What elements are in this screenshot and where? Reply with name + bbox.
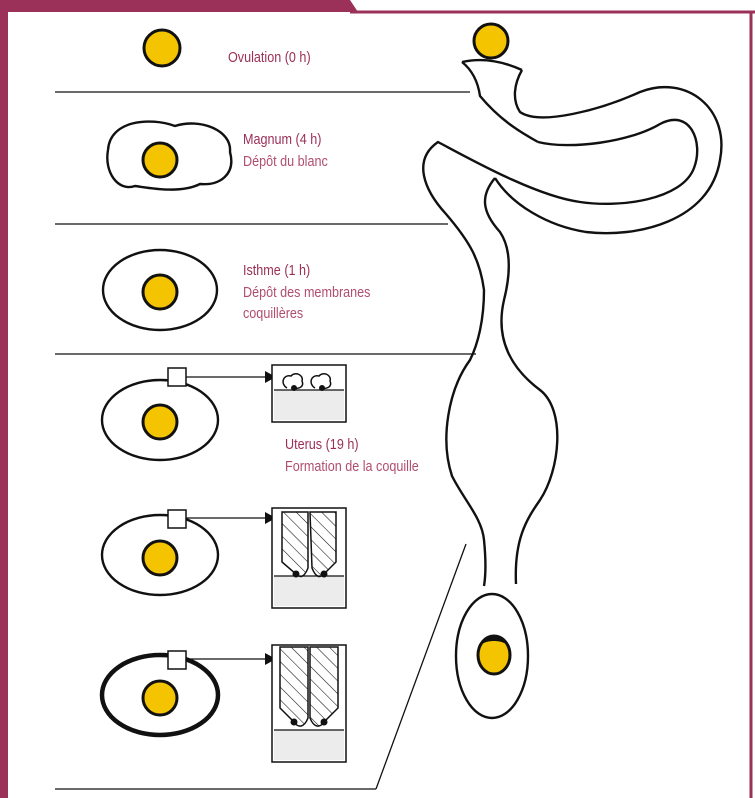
isthme-title: Isthme (1 h) bbox=[243, 262, 311, 279]
shell-detail-1-icon bbox=[271, 364, 347, 423]
uterus-subtitle: Formation de la coquille bbox=[285, 458, 419, 475]
uterus-egg-2-icon bbox=[100, 509, 276, 597]
isthme-subtitle-line2: coquillères bbox=[243, 305, 304, 322]
shell-detail-2-icon bbox=[271, 507, 347, 609]
uterus-title: Uterus (19 h) bbox=[285, 436, 359, 453]
uterus-egg-3-icon bbox=[99, 650, 276, 738]
uterus-egg-1-icon bbox=[100, 367, 276, 462]
header-tab bbox=[0, 0, 358, 12]
isthme-subtitle: Dépôt des membranes bbox=[243, 284, 371, 301]
stage-separators bbox=[55, 91, 476, 790]
magnum-title: Magnum (4 h) bbox=[243, 131, 322, 148]
oviduct-icon bbox=[422, 22, 723, 720]
magnum-egg-icon bbox=[106, 120, 233, 191]
ovulation-yolk-icon bbox=[142, 28, 182, 68]
ovulation-title: Ovulation (0 h) bbox=[228, 49, 311, 66]
shell-detail-3-icon bbox=[271, 644, 347, 763]
magnum-subtitle: Dépôt du blanc bbox=[243, 153, 328, 170]
isthme-egg-icon bbox=[101, 248, 219, 332]
